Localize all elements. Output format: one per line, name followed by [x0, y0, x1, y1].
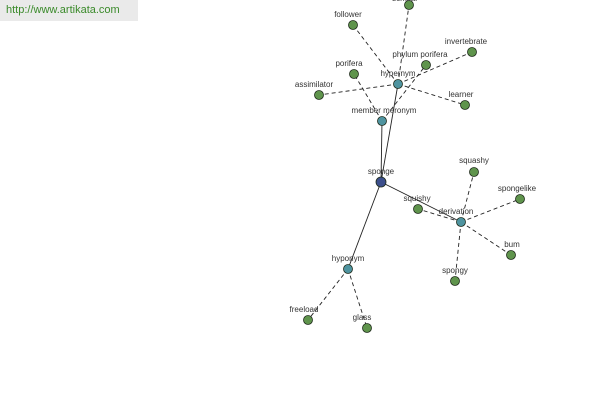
node-label-phylum-porifera: phylum porifera	[392, 50, 448, 59]
node-bum[interactable]	[506, 250, 516, 260]
edge-hyponym-glass	[347, 268, 368, 329]
node-label-learner: learner	[449, 90, 474, 99]
node-phylum-porifera[interactable]	[421, 60, 431, 70]
node-invertebrate[interactable]	[467, 47, 477, 57]
node-spongy[interactable]	[450, 276, 460, 286]
edge-hypernym-assimilator	[318, 83, 399, 96]
node-label-derivation: derivation	[439, 207, 474, 216]
edge-derivation-spongelike	[460, 198, 521, 223]
node-label-hypernym: hypernym	[380, 69, 415, 78]
node-label-spongy: spongy	[442, 266, 468, 275]
edges-layer	[307, 4, 521, 329]
nodes-layer	[303, 0, 525, 333]
node-porifera[interactable]	[349, 69, 359, 79]
node-label-follower: follower	[334, 10, 362, 19]
edge-hyponym-freeload	[307, 268, 349, 321]
node-spongelike[interactable]	[515, 194, 525, 204]
node-label-hyponym: hyponym	[332, 254, 365, 263]
node-label-sponge: sponge	[368, 167, 395, 176]
node-follower[interactable]	[348, 20, 358, 30]
edge-member_meronym-phylum_porifera	[381, 64, 427, 122]
edge-member_meronym-porifera	[353, 73, 383, 122]
node-label-assimilator: assimilator	[295, 80, 334, 89]
node-label-squishy: squishy	[403, 194, 430, 203]
node-sponge[interactable]	[375, 176, 387, 188]
node-hypernym[interactable]	[393, 79, 403, 89]
node-label-member-meronym: member meronym	[352, 106, 417, 115]
node-squishy[interactable]	[413, 204, 423, 214]
edge-sponge-hypernym	[380, 83, 399, 183]
edge-derivation-squishy	[417, 208, 462, 223]
edge-sponge-derivation	[380, 181, 462, 223]
edge-hypernym-follower	[352, 24, 399, 85]
edge-hypernym-scholar	[397, 4, 410, 85]
edge-sponge-hyponym	[347, 181, 382, 270]
edge-hypernym-learner	[397, 83, 466, 106]
node-scholar[interactable]	[404, 0, 414, 10]
edge-derivation-spongy	[454, 221, 462, 282]
edge-sponge-member_meronym	[380, 120, 383, 183]
node-assimilator[interactable]	[314, 90, 324, 100]
node-glass[interactable]	[362, 323, 372, 333]
node-label-scholar: scholar	[392, 0, 418, 3]
node-label-spongelike: spongelike	[498, 184, 537, 193]
node-label-invertebrate: invertebrate	[445, 37, 488, 46]
node-freeload[interactable]	[303, 315, 313, 325]
edge-derivation-squashy	[460, 171, 475, 223]
node-hyponym[interactable]	[343, 264, 353, 274]
node-label-bum: bum	[504, 240, 520, 249]
node-member-meronym[interactable]	[377, 116, 387, 126]
node-learner[interactable]	[460, 100, 470, 110]
site-url-link[interactable]: http://www.artikata.com	[0, 0, 138, 21]
node-label-glass: glass	[353, 313, 372, 322]
labels-layer: sponge member meronym hypernym derivation hy…	[290, 0, 537, 322]
edge-derivation-bum	[460, 221, 512, 256]
node-label-porifera: porifera	[335, 59, 363, 68]
node-squashy[interactable]	[469, 167, 479, 177]
node-label-squashy: squashy	[459, 156, 489, 165]
node-derivation[interactable]	[456, 217, 466, 227]
node-label-freeload: freeload	[290, 305, 319, 314]
